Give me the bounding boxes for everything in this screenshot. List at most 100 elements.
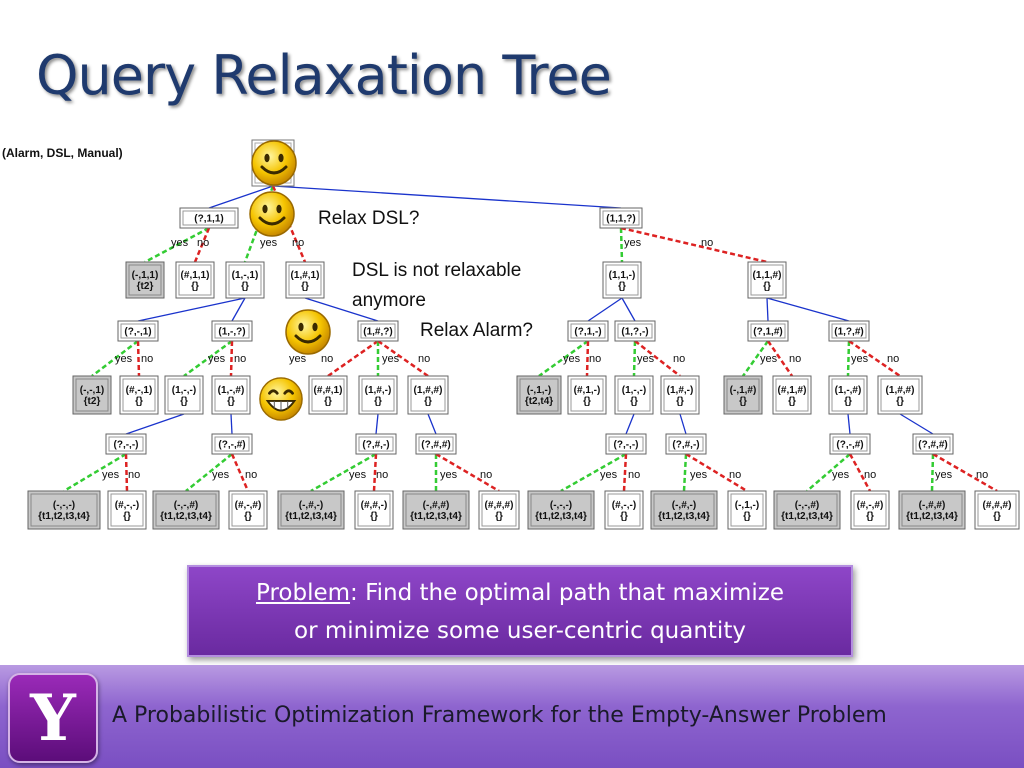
footer-bar: Y A Probabilistic Optimization Framework… — [0, 665, 1024, 768]
yes-label: yes — [260, 237, 278, 249]
tree-node-n18: (1,-,-){} — [164, 375, 204, 415]
node-result-set: {} — [743, 511, 751, 522]
note-dsl-not-relaxable-2: anymore — [352, 290, 426, 311]
node-result-set: {} — [123, 511, 131, 522]
node-query-label: (-,-,-) — [550, 500, 572, 511]
tree-node-n40: (#,-,-){} — [107, 490, 147, 530]
node-result-set: {t1,t2,t3,t4} — [410, 511, 462, 522]
tree-edge — [208, 185, 274, 209]
node-query-label: (-,1,1) — [132, 270, 159, 281]
yes-edge — [538, 339, 589, 378]
yes-edge — [63, 452, 127, 493]
tree-node-n21: (1,#,-){} — [358, 375, 398, 415]
no-label: no — [864, 469, 876, 481]
tree-node-n33: (?,#,-) — [355, 433, 397, 455]
tree-node-n50: (-,1,-){} — [727, 490, 767, 530]
node-result-set: {} — [374, 396, 382, 407]
tree-node-n53: (-,#,#){t1,t2,t3,t4} — [898, 490, 966, 530]
tree-edge — [625, 413, 635, 435]
node-result-set: {} — [244, 511, 252, 522]
yes-label: yes — [624, 237, 642, 249]
tree-edge — [899, 413, 934, 435]
node-result-set: {t1,t2,t3,t4} — [38, 511, 90, 522]
yes-edge — [560, 452, 627, 493]
node-query-label: (1,-,#) — [835, 385, 862, 396]
tree-edge — [847, 413, 851, 435]
no-label: no — [976, 469, 988, 481]
node-query-label: (?,1,1) — [194, 214, 223, 225]
yes-edge — [144, 226, 210, 264]
smiley-icon — [284, 308, 332, 356]
tree-node-n23: (-,1,-){t2,t4} — [516, 375, 562, 415]
tree-node-n2: (1,1,?) — [599, 207, 643, 229]
node-result-set: {t1,t2,t3,t4} — [160, 511, 212, 522]
tree-node-n8: (1,1,#){} — [747, 261, 787, 299]
node-query-label: (1,#,#) — [414, 385, 443, 396]
no-edge — [620, 226, 768, 264]
tree-edge — [272, 185, 622, 209]
node-query-label: (?,#,#) — [421, 440, 450, 451]
node-query-label: (1,#,-) — [667, 385, 694, 396]
node-query-label: (1,1,#) — [753, 270, 782, 281]
no-edge — [193, 227, 211, 263]
no-edge — [848, 339, 901, 378]
no-label: no — [292, 237, 304, 249]
yahoo-logo-icon: Y — [8, 673, 98, 763]
tree-node-n49: (-,#,-){t1,t2,t3,t4} — [650, 490, 718, 530]
tree-node-n25: (1,-,-){} — [614, 375, 654, 415]
node-query-label: (#,1,1) — [181, 270, 210, 281]
node-query-label: (#,1,#) — [778, 385, 807, 396]
tree-node-n30: (1,#,#){} — [877, 375, 923, 415]
node-query-label: (#,1,-) — [574, 385, 601, 396]
slide-title: Query Relaxation Tree — [36, 44, 612, 107]
tree-node-n19: (1,-,#){} — [211, 375, 251, 415]
yes-label: yes — [935, 469, 953, 481]
tree-edge — [375, 413, 379, 435]
no-label: no — [673, 353, 685, 365]
node-query-label: (#,-,-) — [115, 500, 139, 511]
node-query-label: (1,-,-) — [172, 385, 196, 396]
node-result-set: {} — [370, 511, 378, 522]
no-label: no — [197, 237, 209, 249]
smiley-icon — [250, 139, 298, 187]
tree-node-n29: (1,-,#){} — [828, 375, 868, 415]
node-result-set: {t2,t4} — [525, 396, 553, 407]
yes-label: yes — [832, 469, 850, 481]
tree-node-n48: (#,-,-){} — [604, 490, 644, 530]
yes-edge — [682, 453, 688, 492]
yes-edge — [741, 340, 770, 377]
node-query-label: (#,-,-) — [612, 500, 636, 511]
node-query-label: (1,-,?) — [218, 327, 245, 338]
node-query-label: (#,#,-) — [361, 500, 388, 511]
tree-node-n34: (?,#,#) — [415, 433, 457, 455]
tree-node-n52: (#,-,#){} — [850, 490, 890, 530]
no-edge — [230, 453, 250, 492]
tree-nodes: (?,1,1)(1,1,?)(-,1,1){t2}(#,1,1){}(1,-,1… — [27, 207, 1020, 530]
tree-node-n32: (?,-,#) — [211, 433, 253, 455]
no-edge — [634, 340, 681, 377]
tree-edge — [621, 297, 636, 322]
problem-text-line2: or minimize some user-centric quantity — [294, 618, 746, 644]
yes-edge — [930, 453, 935, 492]
yes-label: yes — [208, 353, 226, 365]
yes-label: yes — [102, 469, 120, 481]
node-query-label: (-,#,#) — [423, 500, 450, 511]
tree-edge — [766, 297, 769, 322]
tree-edge — [125, 413, 185, 435]
tree-node-n13: (1,?,-) — [614, 320, 656, 342]
node-result-set: {t2} — [84, 396, 101, 407]
smiley-icon — [248, 190, 296, 238]
tree-edge — [587, 297, 623, 322]
tree-node-n20: (#,#,1){} — [308, 375, 348, 415]
note-relax-dsl: Relax DSL? — [318, 208, 419, 229]
yes-label: yes — [690, 469, 708, 481]
problem-text-line1: : Find the optimal path that maximize — [350, 580, 784, 606]
node-result-set: {t2} — [137, 281, 154, 292]
node-query-label: (-,-,#) — [795, 500, 819, 511]
node-query-label: (?,1,-) — [574, 327, 601, 338]
node-query-label: (1,?,-) — [621, 327, 648, 338]
node-result-set: {t1,t2,t3,t4} — [658, 511, 710, 522]
node-result-set: {} — [495, 511, 503, 522]
tree-edge — [679, 413, 687, 435]
